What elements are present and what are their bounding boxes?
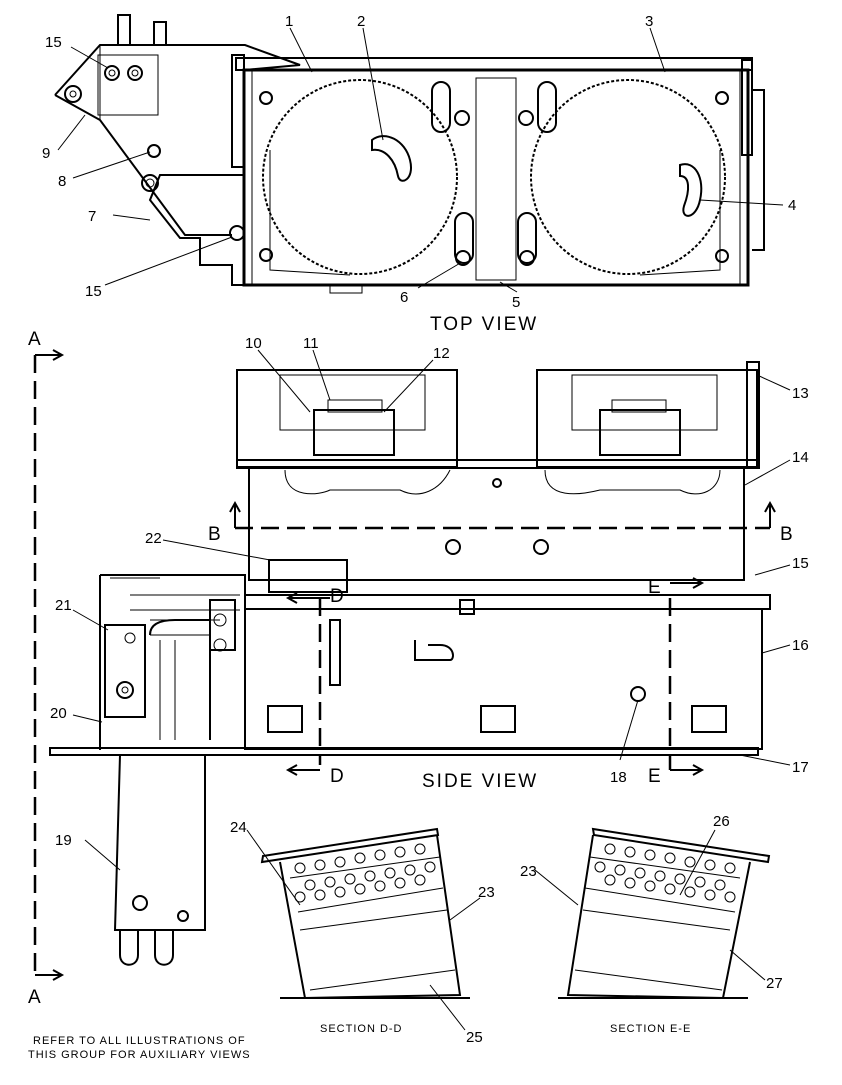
section-d-d [260, 827, 470, 1000]
callout-26: 26 [713, 813, 730, 830]
perforation-holes [294, 843, 436, 903]
callout-22: 22 [145, 530, 162, 547]
callout-15-bottom: 15 [85, 283, 102, 300]
callout-15-side: 15 [792, 555, 809, 572]
callout-27: 27 [766, 975, 783, 992]
callout-1: 1 [285, 13, 293, 30]
callout-23-e: 23 [520, 863, 537, 880]
callout-21: 21 [55, 597, 72, 614]
section-b-left-label: B [208, 524, 221, 545]
callout-16: 16 [792, 637, 809, 654]
section-e-title: SECTION E-E [610, 1023, 691, 1035]
callout-3: 3 [645, 13, 653, 30]
section-e-top-label: E [648, 577, 661, 598]
section-e-bottom-label: E [648, 766, 661, 787]
top-view-title: TOP VIEW [430, 314, 538, 335]
callout-13: 13 [792, 385, 809, 402]
callout-24: 24 [230, 819, 247, 836]
section-markers: A A B B D D E E [28, 329, 793, 1008]
callout-25: 25 [466, 1029, 483, 1046]
callout-19: 19 [55, 832, 72, 849]
reference-note-line-2: THIS GROUP FOR AUXILIARY VIEWS [28, 1049, 251, 1061]
callout-6: 6 [400, 289, 408, 306]
callout-5: 5 [512, 294, 520, 311]
reference-note-line-1: REFER TO ALL ILLUSTRATIONS OF [33, 1035, 246, 1047]
section-a-top-label: A [28, 329, 41, 350]
perforation-holes-e [594, 843, 736, 903]
callout-8: 8 [58, 173, 66, 190]
section-d-bottom-label: D [330, 766, 344, 787]
callout-10: 10 [245, 335, 262, 352]
callout-labels: 1 2 3 4 5 6 7 8 9 15 15 10 11 12 13 14 1… [42, 13, 809, 1046]
callout-18: 18 [610, 769, 627, 786]
section-a-bottom-label: A [28, 987, 41, 1008]
section-d-title: SECTION D-D [320, 1023, 403, 1035]
callout-12: 12 [433, 345, 450, 362]
callout-11: 11 [303, 335, 319, 352]
callout-9: 9 [42, 145, 50, 162]
top-view [54, 14, 765, 294]
callout-17: 17 [792, 759, 809, 776]
side-view-title: SIDE VIEW [422, 771, 538, 792]
callout-7: 7 [88, 208, 96, 225]
callout-23-d: 23 [478, 884, 495, 901]
side-view [33, 349, 776, 981]
section-b-right-label: B [780, 524, 793, 545]
callout-20: 20 [50, 705, 67, 722]
section-e-e [558, 827, 771, 1000]
callout-14: 14 [792, 449, 809, 466]
callout-4: 4 [788, 197, 796, 214]
section-d-top-label: D [330, 586, 344, 607]
callout-2: 2 [357, 13, 365, 30]
callout-15-top: 15 [45, 34, 62, 51]
leader-lines [57, 27, 791, 1031]
